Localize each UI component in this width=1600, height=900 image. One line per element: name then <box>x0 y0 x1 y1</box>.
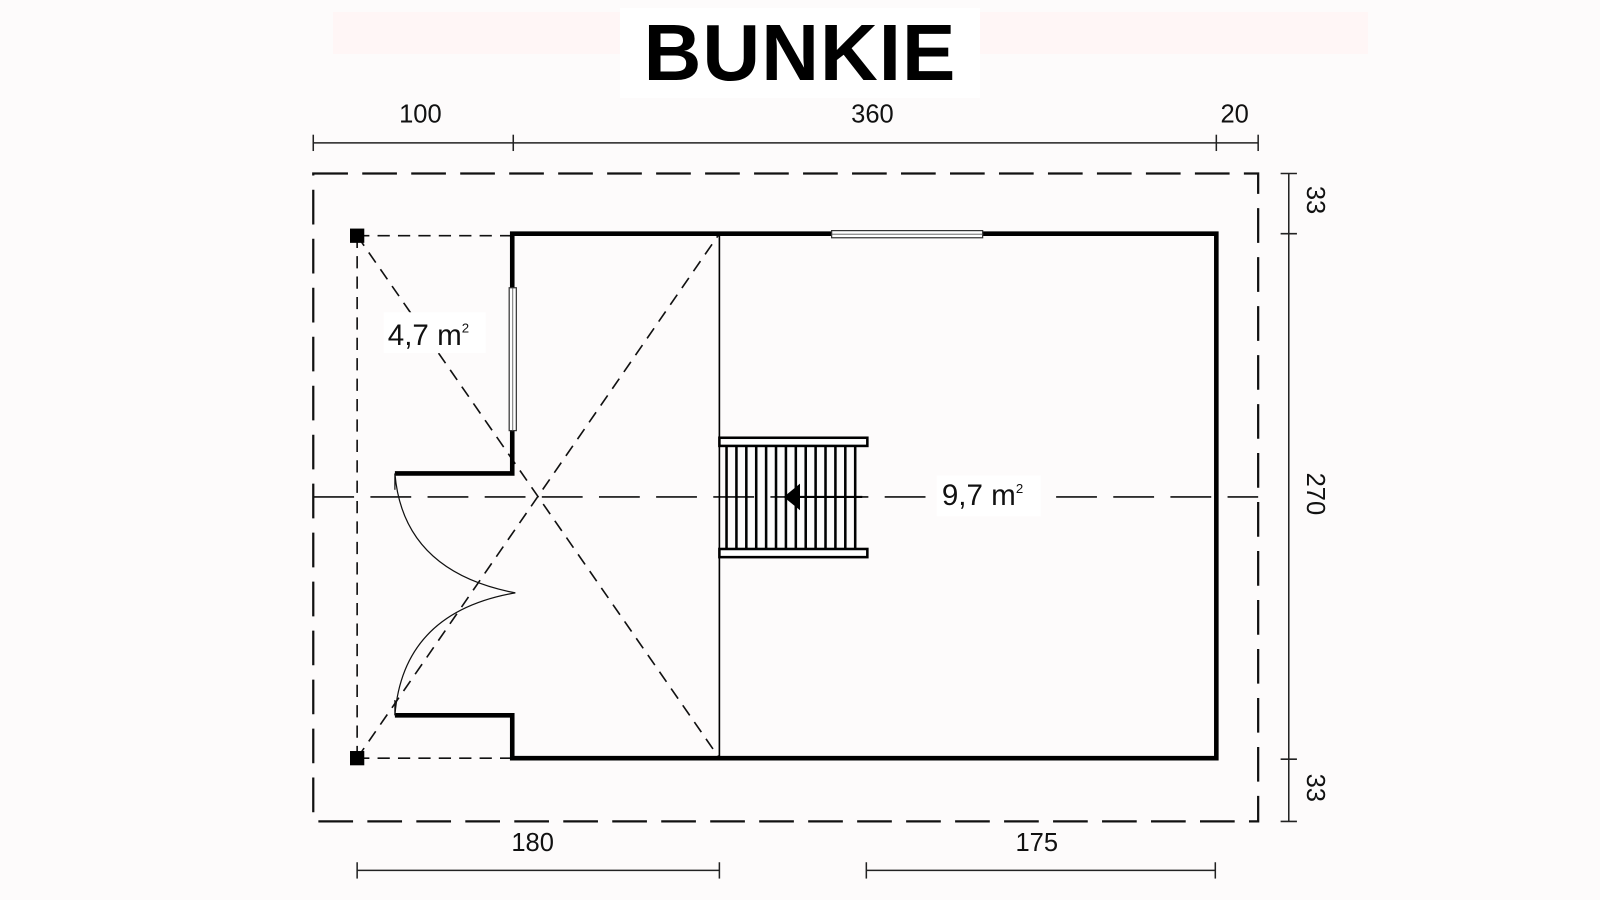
terrace-label-bg <box>383 312 486 354</box>
right-dimension-line <box>1280 172 1297 823</box>
double-door <box>394 473 516 716</box>
post-top <box>350 228 365 243</box>
terrace-area-label: 4,7 m2 <box>388 319 469 352</box>
dim-top-360: 360 <box>851 100 894 128</box>
dim-top-20: 20 <box>1221 100 1249 128</box>
ladder-arrow-icon <box>783 483 800 511</box>
dim-right-33-bottom: 33 <box>1301 774 1329 802</box>
dim-right-33-top: 33 <box>1301 186 1329 214</box>
post-bottom <box>350 751 365 766</box>
dim-top-100: 100 <box>399 100 442 128</box>
dim-right-270: 270 <box>1301 473 1329 516</box>
bottom-dimension-lines <box>356 862 1217 879</box>
window-top <box>831 230 984 239</box>
top-dimension-line <box>312 134 1259 152</box>
window-left <box>508 287 517 432</box>
room-label-bg <box>936 475 1041 517</box>
dim-bottom-175: 175 <box>1015 829 1058 857</box>
walls <box>394 231 1219 761</box>
ladder <box>718 436 869 559</box>
room-area-label: 9,7 m2 <box>942 479 1023 512</box>
page-title: BUNKIE <box>620 8 980 98</box>
dim-bottom-180: 180 <box>511 829 554 857</box>
